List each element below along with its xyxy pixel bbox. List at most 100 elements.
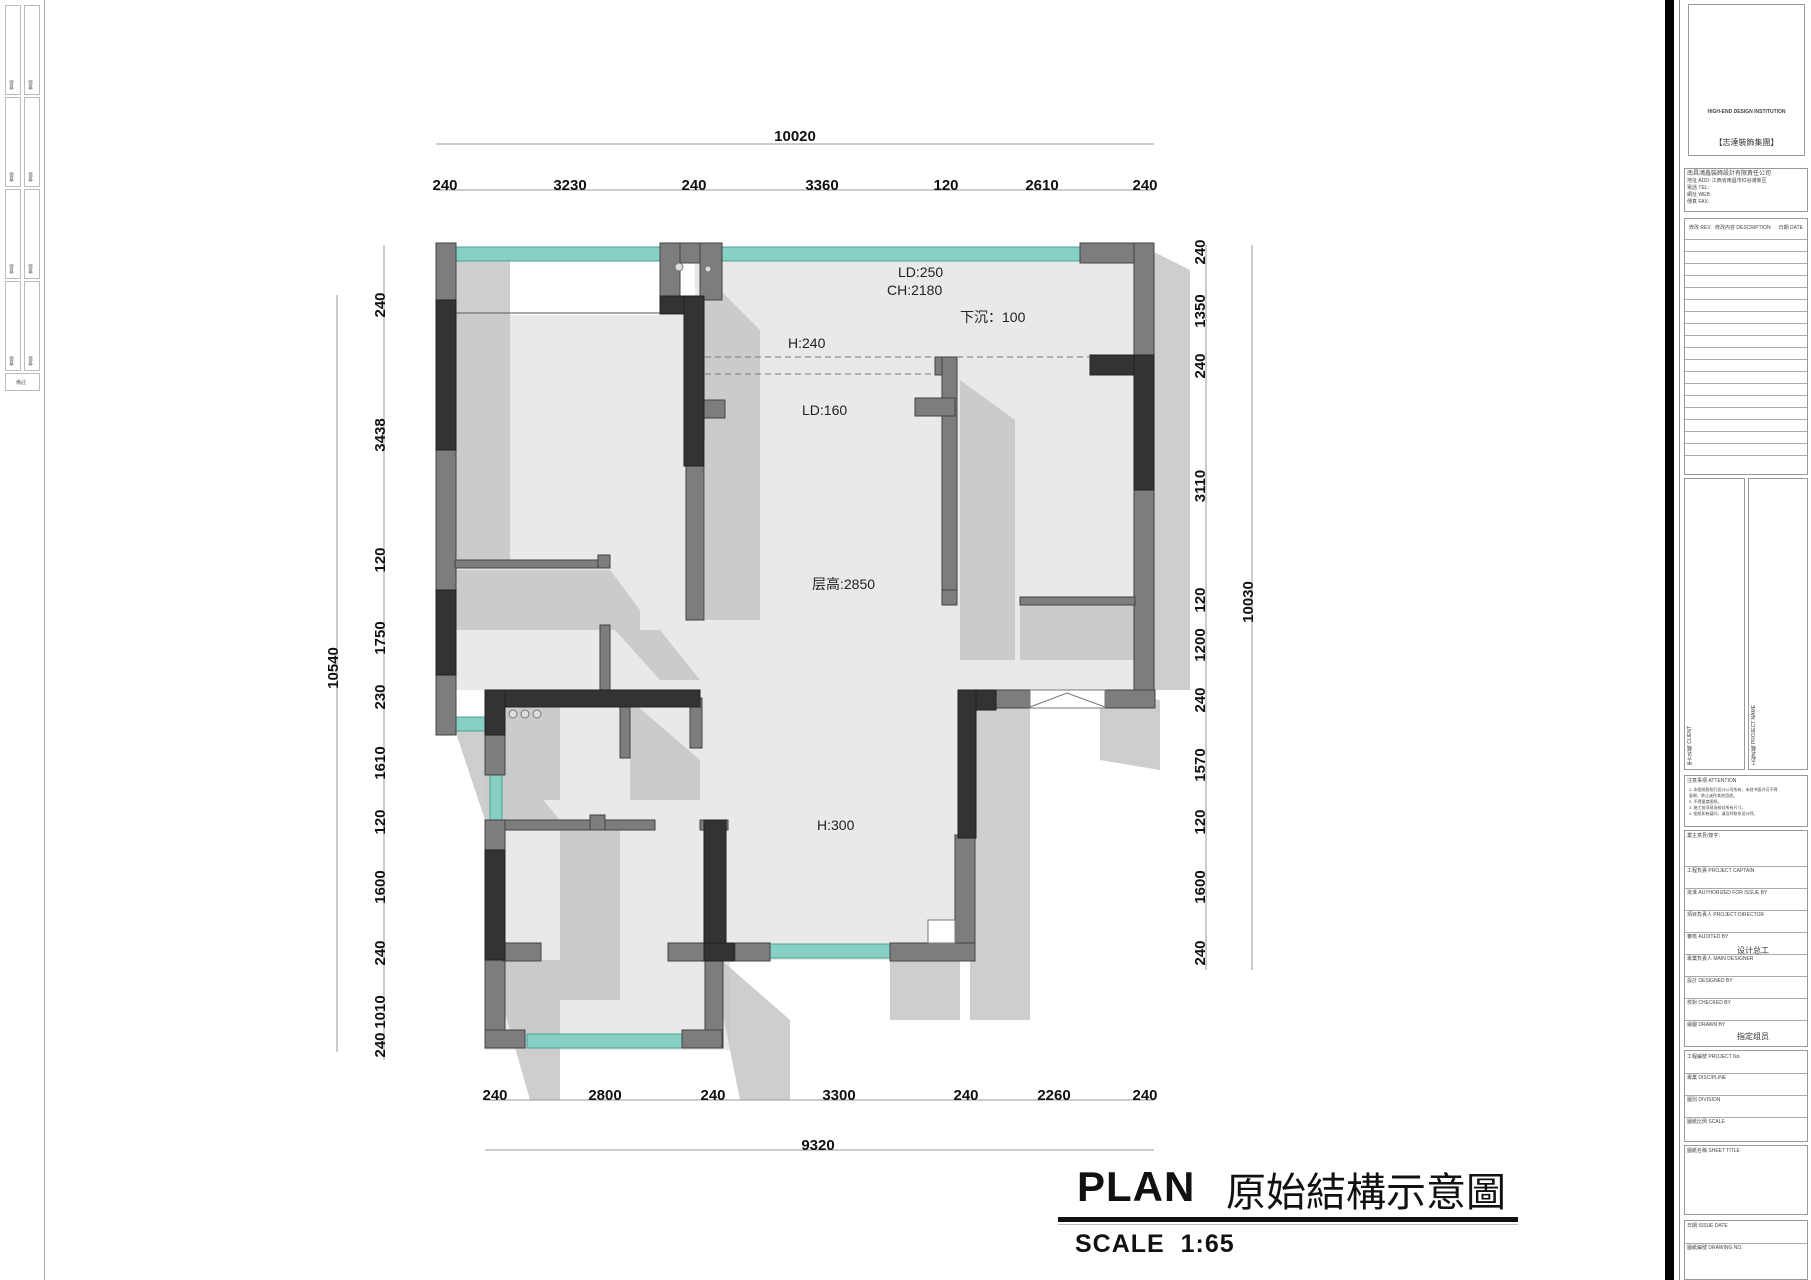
issue-box: 日期 ISSUE DATE 圖紙編號 DRAWING NO. — [1684, 1220, 1808, 1280]
rev-col: 修改內容 DESCRIPTION — [1715, 225, 1771, 231]
attention-line: 1. 本图纸版权归设计公司所有，未经书面许可不得 — [1689, 787, 1778, 792]
company-name: 南昌鴻鑫裝飾設計有限責任公司 — [1687, 171, 1772, 177]
dim-right-seg: 240 — [1192, 940, 1209, 965]
sign-cell: 會簽 — [5, 97, 21, 187]
dim-left-seg: 240 — [372, 292, 389, 317]
sign-cell: 會簽 — [24, 5, 40, 95]
label-ch2180: CH:2180 — [887, 282, 942, 298]
sheet-title-label: 圖紙名稱 SHEET TITLE — [1687, 1148, 1740, 1154]
sign-cell: 會簽 — [24, 281, 40, 371]
field-row: 工程負責 PROJECT CAPTAIN — [1685, 866, 1807, 874]
scale-text: SCALE — [1075, 1230, 1165, 1258]
dim-right-seg: 1200 — [1192, 628, 1209, 661]
dim-bottom-seg: 3300 — [822, 1087, 855, 1104]
client-label: 甲方名稱 CLIENT — [1687, 725, 1693, 765]
signature-table: 業主意見/簽字： 工程負責 PROJECT CAPTAIN 批准 AUTHORI… — [1684, 830, 1808, 1047]
client-box: 甲方名稱 CLIENT — [1684, 478, 1745, 770]
field-row: 繪圖 DRAWN BY — [1685, 1020, 1807, 1028]
binding-strip: 會簽 會簽 會簽 會簽 會簽 會簽 會簽 會簽 備註 — [0, 0, 45, 1280]
remark-cell: 備註 — [5, 373, 40, 391]
remarks-label: 業主意見/簽字： — [1687, 833, 1724, 839]
label-sink-depth: 下沉：100 — [960, 309, 1026, 325]
dim-top-seg: 240 — [432, 177, 457, 194]
dim-left-seg: 120 — [372, 809, 389, 834]
sign-cell: 會簽 — [24, 97, 40, 187]
dim-right-total: 10030 — [1240, 581, 1257, 623]
field-row: 項目負責人 PROJECT DIRECTOR — [1685, 910, 1807, 918]
dim-right-seg: 240 — [1192, 353, 1209, 378]
sign-cell: 會簽 — [5, 5, 21, 95]
dim-bottom-total: 9320 — [801, 1137, 834, 1154]
field-row: 專業負責人 MAIN DESIGNER — [1685, 954, 1807, 962]
wall-shadows — [455, 250, 1190, 1100]
dim-bottom-seg: 240 — [482, 1087, 507, 1104]
company-line: 電話 TEL: — [1687, 185, 1709, 191]
sign-cell: 會簽 — [5, 281, 21, 371]
window-top-left — [454, 246, 661, 262]
drawing-title-cn: 原始結構示意圖 — [1226, 1170, 1506, 1216]
rev-col: 修改 REV. — [1689, 225, 1712, 231]
dim-left-seg: 240 — [372, 940, 389, 965]
label-h300: H:300 — [817, 817, 855, 833]
title-underline-thin — [1058, 1224, 1518, 1225]
dims-bottom: 240 2800 240 3300 240 2260 240 9320 — [482, 1087, 1157, 1154]
dim-top-seg: 3360 — [805, 177, 838, 194]
dim-bottom-seg: 2260 — [1037, 1087, 1070, 1104]
company-line: 網址 WEB: — [1687, 192, 1712, 198]
project-info-table: 工程編號 PROJECT No. 專業 DISCIPLINE 圖別 DIVISI… — [1684, 1050, 1808, 1142]
project-field: 工程編號 PROJECT No. — [1687, 1054, 1741, 1060]
dim-right-seg: 240 — [1192, 687, 1209, 712]
dim-top-seg: 120 — [933, 177, 958, 194]
dim-left-seg: 3438 — [372, 418, 389, 451]
field-row: 批准 AUTHORIZED FOR ISSUE BY — [1685, 888, 1807, 896]
company-line: 傳真 FAX: — [1687, 199, 1710, 205]
dim-bottom-seg: 240 — [1132, 1087, 1157, 1104]
windows — [454, 246, 1081, 1049]
dim-right-seg: 120 — [1192, 587, 1209, 612]
dim-right-seg: 240 — [1192, 239, 1209, 264]
fixtures — [456, 262, 1106, 944]
dim-left-seg: 1600 — [372, 870, 389, 903]
dim-right-seg: 1570 — [1192, 748, 1209, 781]
dim-bottom-seg: 2800 — [588, 1087, 621, 1104]
window-left-lower — [489, 774, 503, 824]
dim-left-seg: 240 — [372, 1032, 389, 1057]
dim-right-seg: 120 — [1192, 809, 1209, 834]
sign-cell: 會簽 — [24, 189, 40, 279]
auditor-signature: 设计总工 — [1737, 946, 1769, 955]
window-left-mid — [454, 716, 489, 732]
room-annotations: LD:250 CH:2180 下沉：100 H:240 LD:160 层高:28… — [788, 264, 1026, 833]
drawing-title-en: PLAN — [1077, 1163, 1196, 1210]
dim-left-seg: 1610 — [372, 746, 389, 779]
attention-line: 复制、转让或作其他用途。 — [1689, 793, 1737, 798]
scale-label: SCALE 1:65 — [1075, 1230, 1235, 1259]
dim-left-seg: 230 — [372, 684, 389, 709]
attention-box: 注意事項 ATTENTION 1. 本图纸版权归设计公司所有，未经书面许可不得 … — [1684, 775, 1808, 827]
dims-top: 10020 240 3230 240 3360 120 2610 240 — [432, 128, 1157, 194]
institution-name: HIGH-END DESIGN INSTITUTION — [1707, 109, 1786, 115]
field-row: 審核 AUDITED BY — [1685, 932, 1807, 940]
label-floor-height: 层高:2850 — [812, 576, 875, 592]
window-bottom-mid — [769, 943, 893, 959]
dim-top-seg: 3230 — [553, 177, 586, 194]
issue-date-label: 日期 ISSUE DATE — [1687, 1223, 1728, 1229]
drawing-no-label: 圖紙編號 DRAWING NO. — [1685, 1243, 1807, 1251]
project-label: 工程名稱 PROJECT NAME — [1751, 704, 1757, 765]
rev-col: 日期 DATE — [1778, 225, 1803, 231]
window-bottom-left — [526, 1033, 683, 1049]
scale-value: 1:65 — [1180, 1230, 1235, 1258]
revision-table: 修改 REV. 修改內容 DESCRIPTION 日期 DATE — [1684, 218, 1808, 475]
field-row: 校對 CHECKED BY — [1685, 998, 1807, 1006]
dims-right: 10030 240 1350 240 3110 120 1200 240 157… — [1192, 239, 1257, 965]
attention-line: 4. 图纸如有疑问，请及时联系设计师。 — [1689, 811, 1758, 816]
project-field: 專業 DISCIPLINE — [1685, 1073, 1807, 1081]
attention-title: 注意事項 ATTENTION — [1687, 778, 1737, 784]
dim-left-total: 10540 — [325, 647, 342, 689]
title-block-border — [1665, 0, 1674, 1280]
dim-top-seg: 2610 — [1025, 177, 1058, 194]
dim-left-seg: 1750 — [372, 621, 389, 654]
sign-cell: 會簽 — [5, 189, 21, 279]
dim-top-seg: 240 — [681, 177, 706, 194]
window-top-right — [719, 246, 1081, 262]
dim-right-seg: 1600 — [1192, 870, 1209, 903]
